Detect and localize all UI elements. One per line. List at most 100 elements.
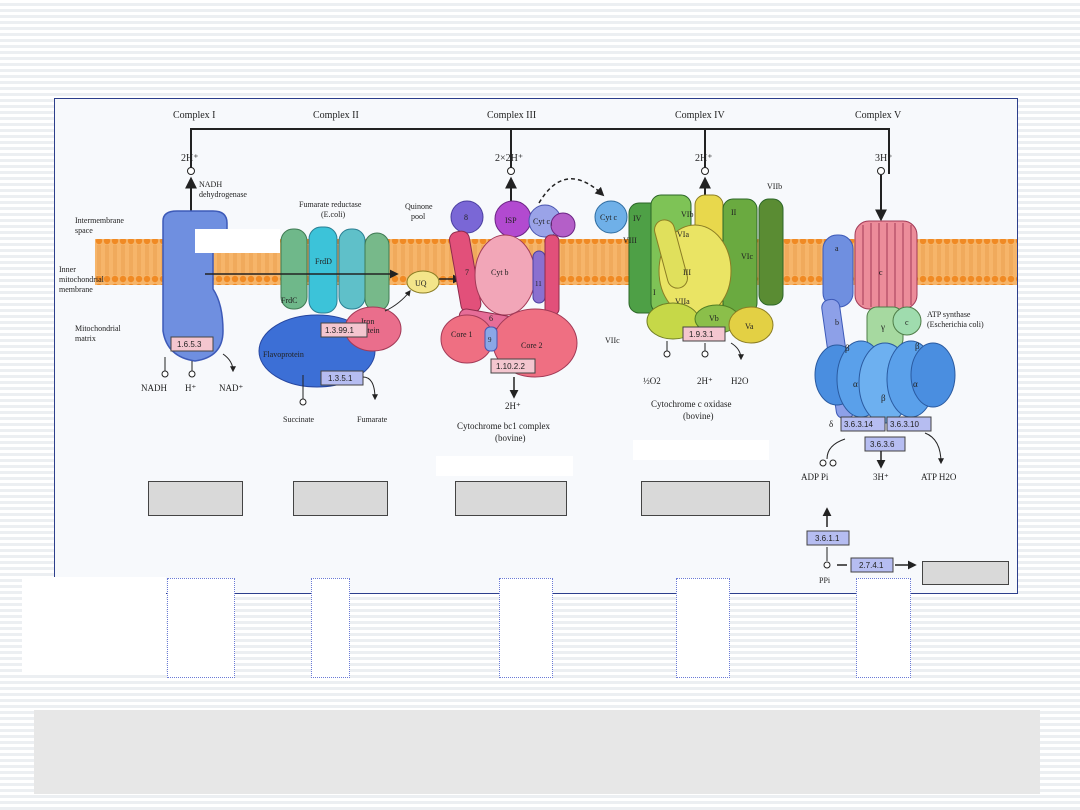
ec-1-3-5-1[interactable]: 1.3.5.1 <box>320 370 364 386</box>
subunit-7-label: 7 <box>465 268 469 277</box>
c4-vib-label: VIb <box>681 210 693 219</box>
nadh-dehydrogenase-label: NADH dehydrogenase <box>199 180 247 199</box>
placeholder-column-2 <box>311 578 350 678</box>
redaction-white-c3 <box>436 456 573 476</box>
fumarate-metabolite: Fumarate <box>357 415 388 424</box>
proton-label-c4-bottom: 2H⁺ <box>697 376 713 386</box>
complex-ii-title: Complex II <box>313 110 359 121</box>
complex-i-title: Complex I <box>173 110 216 121</box>
frdd-label: FrdD <box>315 257 332 266</box>
c5-alpha1-label: α <box>853 379 858 389</box>
atp-synthase-label: ATP synthase (Escherichia coli) <box>927 310 984 329</box>
c4-iv-label: IV <box>633 214 642 223</box>
placeholder-box-c4 <box>641 481 770 516</box>
svg-text:2.7.4.1: 2.7.4.1 <box>859 561 884 570</box>
matrix-label: Mitochondrial matrix <box>75 324 123 343</box>
svg-text:1.3.99.1: 1.3.99.1 <box>325 326 354 335</box>
c4-va-label: Va <box>745 322 754 331</box>
placeholder-box-c3 <box>455 481 567 516</box>
proton-label-c5: 3H⁺ <box>875 153 893 164</box>
flavoprotein-label: Flavoprotein <box>263 350 304 359</box>
h2o-metabolite: H2O <box>731 376 749 386</box>
c4-i-label: I <box>653 288 656 297</box>
subunit-9-label: 9 <box>488 336 492 344</box>
ec-1-6-5-3[interactable]: 1.6.5.3 <box>170 336 214 352</box>
ec-3-6-1-1[interactable]: 3.6.1.1 <box>806 530 850 546</box>
c4-vb-label: Vb <box>709 314 719 323</box>
c5-beta3-label: β <box>881 393 886 403</box>
svg-text:3.6.3.14: 3.6.3.14 <box>844 420 873 429</box>
footer-band <box>34 710 1040 794</box>
ec-3-6-3-6[interactable]: 3.6.3.6 <box>864 436 906 452</box>
c5-beta2-label: β <box>915 341 920 351</box>
ppi-metabolite: PPi <box>819 576 831 585</box>
proton-label-c4: 2H⁺ <box>695 153 713 164</box>
succinate-metabolite: Succinate <box>283 415 315 424</box>
c5-delta-label: δ <box>829 419 833 429</box>
o2-metabolite: ½O2 <box>643 376 661 386</box>
c4-viia-label: VIIa <box>675 297 690 306</box>
ec-1-10-2-2[interactable]: 1.10.2.2 <box>490 358 536 374</box>
svg-text:3.6.1.1: 3.6.1.1 <box>815 534 840 543</box>
diagram-panel: Complex I Complex II Complex III Complex… <box>54 98 1018 594</box>
proton-label-c1: 2H⁺ <box>181 153 199 164</box>
top-proton-path <box>190 128 890 174</box>
c4-ii-label: II <box>731 208 737 217</box>
placeholder-box-c1 <box>148 481 243 516</box>
cytb-label: Cyt b <box>491 268 509 277</box>
redaction-white-left <box>22 577 166 675</box>
placeholder-column-5 <box>856 578 911 678</box>
proton-label-c3-bottom: 2H⁺ <box>505 401 521 411</box>
cytc1-label: Cyt c₁ <box>533 217 553 226</box>
svg-text:3.6.3.6: 3.6.3.6 <box>870 440 895 449</box>
proton-label-c5-bottom: 3H⁺ <box>873 472 889 482</box>
complex-iii-title: Complex III <box>487 110 536 121</box>
cytc-label: Cyt c <box>600 213 618 222</box>
frdc-label: FrdC <box>281 296 297 305</box>
quinone-pool-label: Quinone pool <box>405 202 435 221</box>
ec-2-7-4-1[interactable]: 2.7.4.1 <box>850 557 894 573</box>
core1-label: Core 1 <box>451 330 473 339</box>
svg-text:1.3.5.1: 1.3.5.1 <box>328 374 353 383</box>
intermembrane-label: Intermembrane space <box>75 216 126 235</box>
subunit-6-label: 6 <box>489 314 493 323</box>
placeholder-box-c5 <box>922 561 1009 585</box>
placeholder-column-3 <box>499 578 553 678</box>
electron-transport-chain-diagram: Complex I Complex II Complex III Complex… <box>59 110 1017 585</box>
ec-3-6-3-14[interactable]: 3.6.3.14 <box>840 416 886 432</box>
ec-3-6-3-10[interactable]: 3.6.3.10 <box>886 416 932 432</box>
nadh-metabolite: NADH <box>141 383 167 393</box>
core2-label: Core 2 <box>521 341 543 350</box>
isp-label: ISP <box>505 216 517 225</box>
c4-viii-label: VIII <box>623 236 637 245</box>
c4-viic-label: VIIc <box>605 336 620 345</box>
complex-v-title: Complex V <box>855 110 902 121</box>
c5-c-label: c <box>879 268 883 277</box>
adp-pi-metabolite: ADP Pi <box>801 472 829 482</box>
subunit-8-label: 8 <box>464 213 468 222</box>
c4-vic-label: VIc <box>741 252 753 261</box>
redaction-white-c4 <box>633 440 769 460</box>
c4-iii-label: III <box>683 268 691 277</box>
fumarate-reductase-label: Fumarate reductase (E.coli) <box>299 200 363 219</box>
complex-iv-title: Complex IV <box>675 110 725 121</box>
proton-label-c3: 2×2H⁺ <box>495 153 523 164</box>
c5-c2-label: c <box>905 318 909 327</box>
cyt-oxidase-label: Cytochrome c oxidase (bovine) <box>651 399 734 421</box>
atp-h2o-metabolite: ATP H2O <box>921 472 957 482</box>
placeholder-box-c2 <box>293 481 388 516</box>
ec-1-3-99-1[interactable]: 1.3.99.1 <box>320 322 368 338</box>
svg-text:1.9.3.1: 1.9.3.1 <box>689 330 714 339</box>
placeholder-column-1 <box>167 578 235 678</box>
hplus-metabolite: H⁺ <box>185 383 196 393</box>
svg-text:3.6.3.10: 3.6.3.10 <box>890 420 919 429</box>
c4-viib-label: VIIb <box>767 182 782 191</box>
inner-membrane-label: Inner mitochondrial membrane <box>59 265 106 294</box>
ec-1-9-3-1[interactable]: 1.9.3.1 <box>682 326 726 342</box>
c5-a-label: a <box>835 244 839 253</box>
c4-via-label: VIa <box>677 230 689 239</box>
svg-text:1.6.5.3: 1.6.5.3 <box>177 340 202 349</box>
cyt-bc1-label: Cytochrome bc1 complex (bovine) <box>457 421 552 443</box>
subunit-11-label: 11 <box>535 280 542 288</box>
c5-b-label: b <box>835 318 839 327</box>
